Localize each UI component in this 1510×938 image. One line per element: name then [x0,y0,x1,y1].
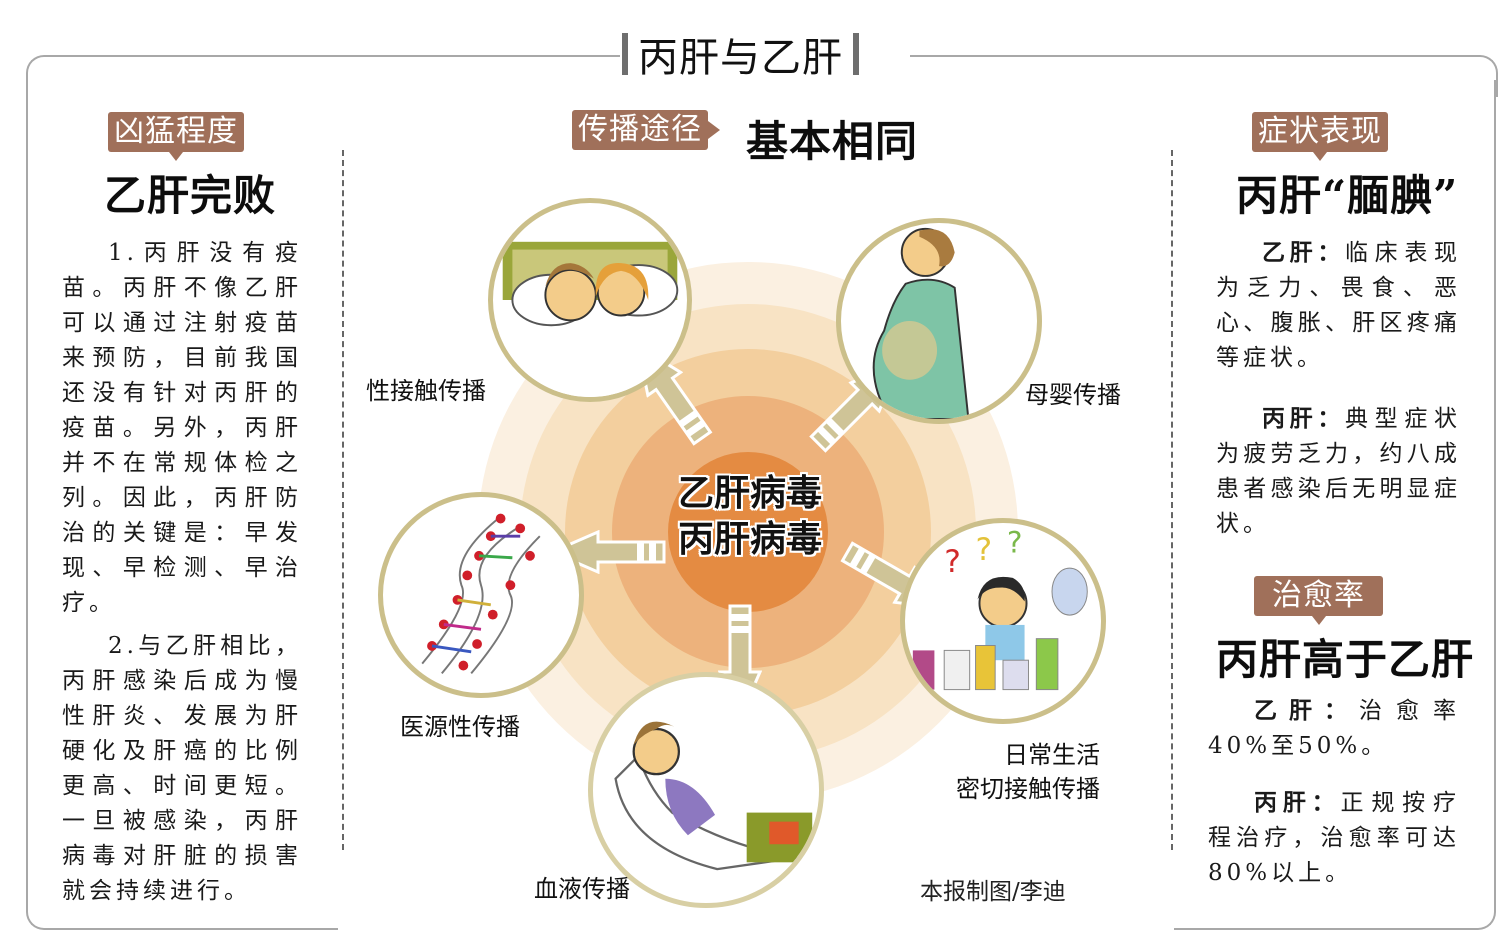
route-label-iatrogenic: 医源性传播 [400,713,520,741]
symptoms-hcv: 丙肝：典型症状为疲劳乏力，约八成患者感染后无明显症状。 [1216,402,1461,542]
symptoms-hbv-text: 临床表现为乏力、畏食、恶心、腹胀、肝区疼痛等症状。 [1216,240,1462,371]
severity-headline: 乙肝完败 [104,171,277,220]
cure-hcv-text: 正规按疗程治疗，治愈率可达80%以上。 [1208,790,1461,886]
route-label-mother-infant: 母婴传播 [1025,381,1121,409]
hcv-label: 丙肝病毒 [677,518,822,560]
symptoms-hbv-lead: 乙肝： [1262,240,1345,266]
frame-border-bottom-right [1174,880,1496,930]
virus-core [668,452,828,612]
cure-hcv-lead: 丙肝： [1254,790,1341,816]
virus-core-label: 乙肝病毒 丙肝病毒 [640,470,860,562]
cure-hbv-lead: 乙肝： [1254,698,1359,724]
symptoms-headline: 丙肝“腼腆” [1236,171,1459,220]
svg-text:?: ? [1007,525,1023,559]
boy-with-cups-illustration: ? ? ? [900,518,1106,724]
divider-right [1171,150,1173,850]
cure-rate-body: 乙肝：治愈率40%至50%。 丙肝：正规按疗程治疗，治愈率可达80%以上。 [1208,694,1460,891]
cure-hcv: 丙肝：正规按疗程治疗，治愈率可达80%以上。 [1208,786,1460,891]
symptoms-hbv: 乙肝：临床表现为乏力、畏食、恶心、腹胀、肝区疼痛等症状。 [1216,236,1461,376]
symptoms-hcv-text: 典型症状为疲劳乏力，约八成患者感染后无明显症状。 [1216,406,1462,537]
route-label-daily-line1: 日常生活 [1004,741,1100,769]
frame-border-top-right [910,55,1498,97]
cure-hbv-text: 治愈率40%至50%。 [1208,698,1460,759]
hbv-label: 乙肝病毒 [677,472,822,514]
route-label-sexual: 性接触传播 [366,377,486,405]
pregnant-woman-illustration [836,218,1042,424]
severity-body: 1.丙肝没有疫苗。丙肝不像乙肝可以通过注射疫苗来预防，目前我国还没有针对丙肝的疫… [62,236,302,909]
symptoms-body: 乙肝：临床表现为乏力、畏食、恶心、腹胀、肝区疼痛等症状。 丙肝：典型症状为疲劳乏… [1216,236,1461,542]
cure-hbv: 乙肝：治愈率40%至50%。 [1208,694,1460,764]
transmission-headline: 基本相同 [746,117,919,166]
route-label-blood: 血液传播 [534,875,630,903]
route-label-daily-line2: 密切接触传播 [956,775,1100,803]
arrow-to-iatrogenic [548,530,666,574]
title-bar-right [853,33,859,75]
illustration-credit: 本报制图/李迪 [920,879,1066,905]
transmission-tag: 传播途径 [572,110,720,150]
frame-border-bottom-left [26,880,338,930]
symptoms-hcv-lead: 丙肝： [1262,406,1345,432]
cure-rate-headline: 丙肝高于乙肝 [1216,635,1475,684]
svg-text:?: ? [944,544,961,580]
divider-left [342,150,344,850]
page-title-text: 丙肝与乙肝 [638,35,843,81]
route-label-daily-contact: 日常生活 密切接触传播 [940,738,1100,806]
couple-in-bed-illustration [488,198,692,402]
dna-helix-illustration [378,492,584,698]
cure-rate-tag: 治愈率 [1254,576,1383,625]
symptoms-tag: 症状表现 [1252,112,1388,161]
severity-tag: 凶猛程度 [108,112,244,161]
frame-border-right [1494,80,1496,880]
svg-text:?: ? [976,532,993,568]
patient-transfusion-illustration [588,672,824,908]
severity-paragraph-2: 2.与乙肝相比，丙肝感染后成为慢性肝炎、发展为肝硬化及肝癌的比例更高、时间更短。… [62,633,302,904]
frame-border-left [26,80,28,880]
frame-border-top-left [26,55,620,97]
severity-paragraph-1: 1.丙肝没有疫苗。丙肝不像乙肝可以通过注射疫苗来预防，目前我国还没有针对丙肝的疫… [62,240,302,616]
title-bar-left [622,33,628,75]
page-title: 丙肝与乙肝 [622,28,859,81]
